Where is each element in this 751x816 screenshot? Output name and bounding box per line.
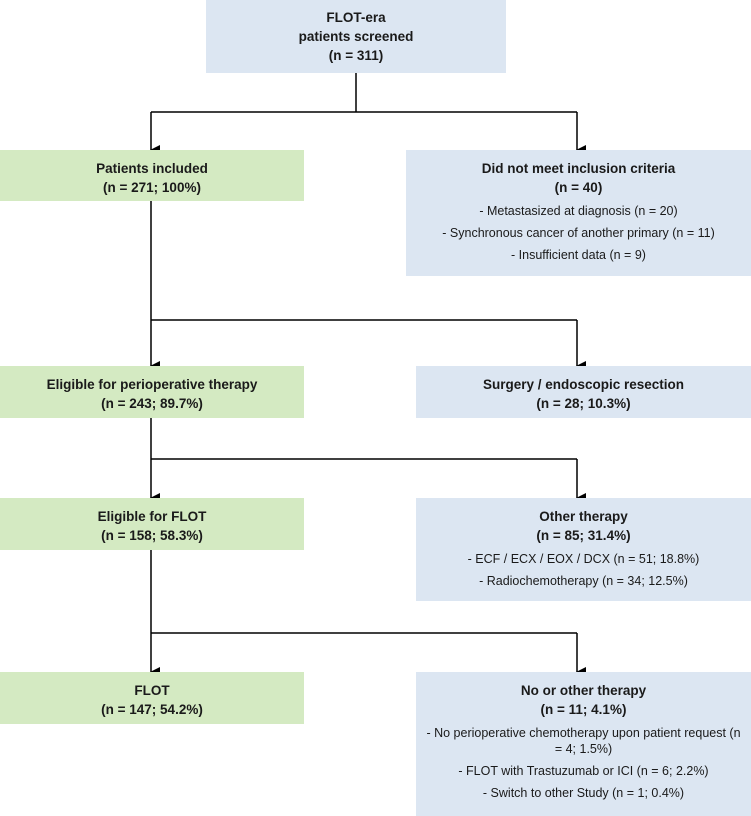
- excluded-item: - Metastasized at diagnosis (n = 20): [479, 204, 678, 218]
- excluded-item: - Insufficient data (n = 9): [511, 248, 646, 262]
- box-eligible-periop: Eligible for perioperative therapy (n = …: [0, 366, 304, 418]
- box-no-other-therapy: No or other therapy (n = 11; 4.1%) - No …: [416, 672, 751, 816]
- box-other-therapy: Other therapy (n = 85; 31.4%) - ECF / EC…: [416, 498, 751, 601]
- other-therapy-count: (n = 85; 31.4%): [536, 528, 631, 543]
- box-eligible-flot: Eligible for FLOT (n = 158; 58.3%): [0, 498, 304, 550]
- surgery-title: Surgery / endoscopic resection: [482, 377, 685, 392]
- included-title: Patients included: [96, 161, 208, 176]
- flot-count: (n = 147; 54.2%): [101, 702, 203, 717]
- other-therapy-title: Other therapy: [539, 509, 628, 524]
- no-other-item: - Switch to other Study (n = 1; 0.4%): [482, 786, 685, 800]
- box-patients-screened: FLOT-era patients screened (n = 311): [206, 0, 506, 73]
- no-other-count: (n = 11; 4.1%): [540, 702, 627, 717]
- no-other-title: No or other therapy: [520, 683, 647, 698]
- screened-count: (n = 311): [328, 48, 384, 63]
- box-surgery: Surgery / endoscopic resection (n = 28; …: [416, 366, 751, 418]
- periop-title: Eligible for perioperative therapy: [46, 377, 258, 392]
- screened-title-line1: FLOT-era: [326, 10, 386, 25]
- box-patients-included: Patients included (n = 271; 100%): [0, 150, 304, 201]
- included-count: (n = 271; 100%): [103, 180, 201, 195]
- flot-eligible-count: (n = 158; 58.3%): [101, 528, 203, 543]
- other-therapy-item: - ECF / ECX / EOX / DCX (n = 51; 18.8%): [467, 552, 700, 566]
- no-other-item: - FLOT with Trastuzumab or ICI (n = 6; 2…: [458, 764, 709, 778]
- screened-title-line2: patients screened: [298, 29, 414, 44]
- box-excluded: Did not meet inclusion criteria (n = 40)…: [406, 150, 751, 276]
- other-therapy-item: - Radiochemotherapy (n = 34; 12.5%): [479, 574, 688, 588]
- box-flot: FLOT (n = 147; 54.2%): [0, 672, 304, 724]
- no-other-item: - No perioperative chemotherapy upon pat…: [426, 726, 741, 756]
- flot-title: FLOT: [134, 683, 170, 698]
- surgery-count: (n = 28; 10.3%): [536, 396, 631, 411]
- excluded-count: (n = 40): [554, 180, 603, 195]
- flot-eligible-title: Eligible for FLOT: [97, 509, 207, 524]
- excluded-item: - Synchronous cancer of another primary …: [442, 226, 715, 240]
- excluded-title: Did not meet inclusion criteria: [481, 161, 676, 176]
- periop-count: (n = 243; 89.7%): [101, 396, 203, 411]
